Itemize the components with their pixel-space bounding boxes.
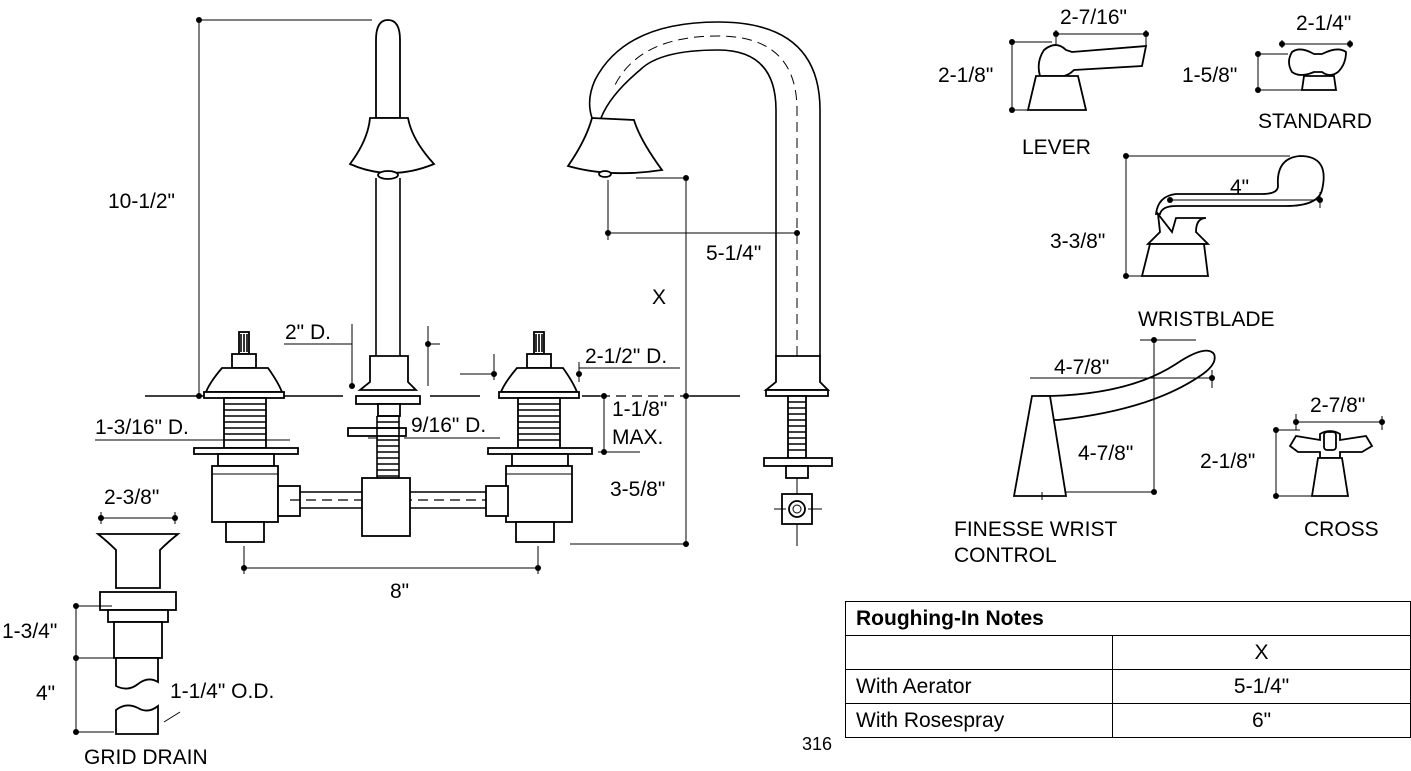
label-lever-width: 2-7/16" [1060, 6, 1127, 29]
right-valve [487, 331, 593, 543]
standard-handle [1255, 40, 1353, 93]
table-header-row: X [844, 635, 1411, 670]
center-spout [347, 19, 436, 480]
lever-handle [1009, 30, 1149, 113]
finesse-handle [1012, 337, 1216, 500]
label-standard-width: 2-1/4" [1296, 12, 1351, 35]
label-x: X [652, 286, 666, 309]
table-row: With Rosespray 6" [844, 703, 1411, 738]
dimension-labels: 10-1/2" 2" D. 2-1/2" D. 1-3/16" D. 9/16"… [2, 6, 1379, 769]
table-row-label: With Rosespray [844, 703, 1114, 738]
table-header-x: X [1112, 635, 1411, 670]
table-row-label: With Aerator [844, 669, 1114, 704]
label-center-spread: 8" [390, 580, 409, 603]
gooseneck-spout [566, 21, 833, 546]
label-finesse-height: 4-7/8" [1078, 442, 1133, 465]
label-drain-od: 1-1/4" O.D. [170, 680, 274, 703]
label-lever: LEVER [1022, 136, 1091, 159]
table-title: Roughing-In Notes [845, 601, 1411, 636]
label-hole-9-16: 9/16" D. [411, 414, 486, 437]
label-spout-height: 10-1/2" [108, 190, 175, 213]
label-cross-width: 2-7/8" [1310, 394, 1365, 417]
table-row: With Aerator 5-1/4" [844, 669, 1411, 704]
cross-handle [1273, 414, 1385, 499]
wristblade-handle [1123, 153, 1325, 279]
label-hole-2half: 2-1/2" D. [585, 345, 667, 368]
label-standard: STANDARD [1258, 110, 1372, 133]
label-standard-height: 1-5/8" [1182, 64, 1237, 87]
main-dimension-lines [95, 17, 800, 574]
label-drain-top: 1-3/4" [2, 620, 57, 643]
page-number: 316 [802, 734, 833, 754]
label-wristblade-width: 4" [1230, 176, 1249, 199]
grid-drain [73, 512, 181, 735]
label-deck-max-word: MAX. [612, 426, 663, 449]
label-finesse-2: CONTROL [954, 544, 1057, 567]
label-drain-width: 2-3/8" [104, 486, 159, 509]
table-header-empty [844, 635, 1114, 670]
table-row-value: 6" [1112, 703, 1411, 738]
table-title-row: Roughing-In Notes [845, 601, 1411, 636]
connecting-pipe [277, 477, 509, 537]
label-wristblade: WRISTBLADE [1138, 308, 1275, 331]
table-row-value: 5-1/4" [1112, 669, 1411, 704]
label-below-deck: 3-5/8" [610, 478, 665, 501]
label-finesse-width: 4-7/8" [1054, 356, 1109, 379]
label-lever-height: 2-1/8" [938, 64, 993, 87]
label-reach: 5-1/4" [706, 242, 761, 265]
label-cross: CROSS [1304, 518, 1379, 541]
label-hole-2in: 2" D. [285, 321, 331, 344]
label-wristblade-height: 3-3/8" [1050, 230, 1105, 253]
label-deck-max: 1-1/8" [612, 398, 667, 421]
label-cross-height: 2-1/8" [1200, 450, 1255, 473]
label-hole-1-3-16: 1-3/16" D. [95, 416, 189, 439]
label-finesse-1: FINESSE WRIST [954, 518, 1118, 541]
roughing-in-table: Roughing-In Notes X With Aerator 5-1/4" … [844, 601, 1411, 738]
label-drain-bottom: 4" [36, 682, 55, 705]
label-grid-drain: GRID DRAIN [84, 746, 208, 769]
